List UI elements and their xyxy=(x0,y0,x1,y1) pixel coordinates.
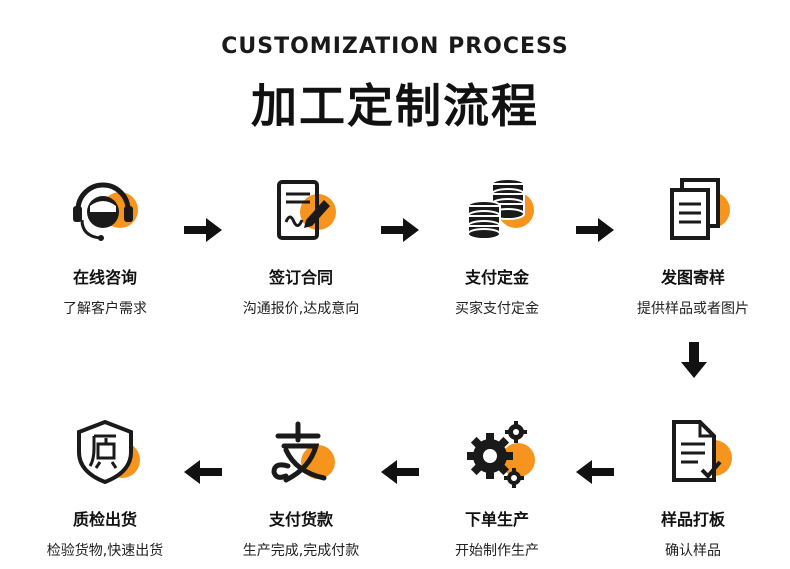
step-name: 支付货款 xyxy=(268,510,333,529)
step-name: 样品打板 xyxy=(660,510,725,529)
arrow-right-icon xyxy=(184,218,222,246)
step-name: 签订合同 xyxy=(268,268,333,287)
step-desc: 沟通报价,达成意向 xyxy=(242,301,360,317)
coins-icon xyxy=(452,176,542,256)
step-desc: 生产完成,完成付款 xyxy=(242,543,360,559)
quality-shield-icon xyxy=(60,418,150,498)
step-desc: 开始制作生产 xyxy=(455,543,539,559)
arrow-left-icon xyxy=(381,460,419,488)
arrow-left-icon xyxy=(576,460,614,488)
step-desc: 检验货物,快速出货 xyxy=(46,543,164,559)
step-sign-contract: 签订合同 沟通报价,达成意向 xyxy=(216,176,386,318)
step-desc: 买家支付定金 xyxy=(455,301,539,317)
arrow-down-icon xyxy=(681,342,707,382)
step-name: 支付定金 xyxy=(464,268,529,287)
gears-icon xyxy=(452,418,542,498)
step-send-samples: 发图寄样 提供样品或者图片 xyxy=(608,176,778,318)
step-desc: 确认样品 xyxy=(665,543,721,559)
arrow-left-icon xyxy=(184,460,222,488)
document-check-icon xyxy=(648,418,738,498)
step-name: 发图寄样 xyxy=(660,268,725,287)
page-title-cn: 加工定制流程 xyxy=(251,79,539,133)
arrow-right-icon xyxy=(576,218,614,246)
step-name: 在线咨询 xyxy=(72,268,137,287)
page-title-en: CUSTOMIZATION PROCESS xyxy=(221,34,569,59)
step-desc: 了解客户需求 xyxy=(63,301,147,317)
step-sample-proofing: 样品打板 确认样品 xyxy=(608,418,778,560)
payment-icon xyxy=(256,418,346,498)
step-place-order: 下单生产 开始制作生产 xyxy=(412,418,582,560)
headset-icon xyxy=(60,176,150,256)
step-desc: 提供样品或者图片 xyxy=(637,301,749,317)
step-pay-balance: 支付货款 生产完成,完成付款 xyxy=(216,418,386,560)
step-online-consult: 在线咨询 了解客户需求 xyxy=(20,176,190,318)
documents-icon xyxy=(648,176,738,256)
step-name: 下单生产 xyxy=(464,510,529,529)
step-inspect-ship: 质检出货 检验货物,快速出货 xyxy=(20,418,190,560)
step-name: 质检出货 xyxy=(72,510,137,529)
step-pay-deposit: 支付定金 买家支付定金 xyxy=(412,176,582,318)
arrow-right-icon xyxy=(381,218,419,246)
contract-icon xyxy=(256,176,346,256)
